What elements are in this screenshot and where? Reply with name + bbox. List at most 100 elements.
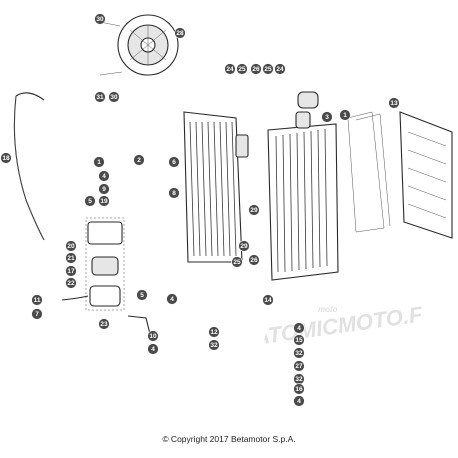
callout-30: 30 xyxy=(108,91,120,103)
svg-text:4: 4 xyxy=(170,296,174,303)
callout-4: 4 xyxy=(147,343,159,355)
svg-text:14: 14 xyxy=(264,297,272,304)
svg-text:29: 29 xyxy=(250,207,258,214)
callout-3: 3 xyxy=(321,111,333,123)
svg-text:10: 10 xyxy=(149,333,157,340)
callout-17: 17 xyxy=(65,265,77,277)
callout-6: 6 xyxy=(168,156,180,168)
svg-text:13: 13 xyxy=(390,100,398,107)
svg-text:28: 28 xyxy=(176,30,184,37)
right-radiator xyxy=(267,111,339,281)
y-splitter-hose xyxy=(232,312,272,424)
callout-24: 24 xyxy=(224,63,236,75)
svg-text:5: 5 xyxy=(140,292,144,299)
svg-text:12: 12 xyxy=(210,329,218,336)
svg-text:6: 6 xyxy=(172,159,176,166)
callout-27: 27 xyxy=(293,360,305,372)
svg-text:7: 7 xyxy=(35,311,39,318)
radiator-louver xyxy=(399,111,453,239)
svg-text:8: 8 xyxy=(172,190,176,197)
svg-text:30: 30 xyxy=(96,16,104,23)
svg-text:32: 32 xyxy=(295,350,303,357)
louver-brackets xyxy=(347,111,391,233)
svg-text:4: 4 xyxy=(297,398,301,405)
callout-12: 12 xyxy=(208,326,220,338)
callout-32: 32 xyxy=(208,339,220,351)
svg-text:29: 29 xyxy=(240,243,248,250)
left-radiator xyxy=(183,111,249,263)
svg-text:24: 24 xyxy=(276,66,284,73)
copyright-text: © Copyright 2017 Betamotor S.p.A. xyxy=(162,434,296,444)
svg-text:30: 30 xyxy=(110,94,118,101)
svg-text:4: 4 xyxy=(151,346,155,353)
svg-text:3: 3 xyxy=(325,114,329,121)
watermark-small-text: moto xyxy=(318,305,338,314)
callout-5: 5 xyxy=(136,289,148,301)
callout-24: 24 xyxy=(274,63,286,75)
callout-25: 25 xyxy=(262,63,274,75)
svg-text:32: 32 xyxy=(210,342,218,349)
callout-32: 32 xyxy=(293,373,305,385)
svg-text:26: 26 xyxy=(250,257,258,264)
svg-text:25: 25 xyxy=(233,259,241,266)
callout-14: 14 xyxy=(262,294,274,306)
callout-25: 25 xyxy=(236,63,248,75)
svg-text:25: 25 xyxy=(238,66,246,73)
breather-hose xyxy=(13,92,45,241)
svg-text:18: 18 xyxy=(2,155,10,162)
small-elbow-hose xyxy=(61,295,89,301)
cooling-fan xyxy=(117,14,179,76)
callout-4: 4 xyxy=(293,395,305,407)
svg-text:22: 22 xyxy=(67,280,75,287)
callout-8: 8 xyxy=(168,187,180,199)
callout-19: 19 xyxy=(98,195,110,207)
callout-28: 28 xyxy=(174,27,186,39)
callout-29: 29 xyxy=(248,204,260,216)
callout-21: 21 xyxy=(65,252,77,264)
callout-5: 5 xyxy=(84,195,96,207)
callout-32: 32 xyxy=(293,347,305,359)
svg-text:1: 1 xyxy=(343,112,347,119)
thermostat-assembly xyxy=(85,217,125,311)
callout-18: 18 xyxy=(0,152,12,164)
callout-25: 25 xyxy=(231,256,243,268)
svg-text:4: 4 xyxy=(297,325,301,332)
svg-text:32: 32 xyxy=(295,376,303,383)
callout-10: 10 xyxy=(147,330,159,342)
callout-1: 1 xyxy=(93,156,105,168)
callout-4: 4 xyxy=(293,322,305,334)
callout-30: 30 xyxy=(94,13,106,25)
small-elbow-pipe xyxy=(127,315,151,335)
callout-29: 29 xyxy=(238,240,250,252)
callout-7: 7 xyxy=(31,308,43,320)
callout-26: 26 xyxy=(250,63,262,75)
svg-text:16: 16 xyxy=(295,386,303,393)
callout-15: 15 xyxy=(293,334,305,346)
svg-text:27: 27 xyxy=(295,363,303,370)
svg-text:11: 11 xyxy=(34,297,41,304)
callout-2: 2 xyxy=(133,154,145,166)
svg-text:15: 15 xyxy=(295,337,303,344)
callout-22: 22 xyxy=(65,277,77,289)
svg-text:19: 19 xyxy=(100,198,108,205)
svg-text:5: 5 xyxy=(88,198,92,205)
svg-text:23: 23 xyxy=(100,321,108,328)
svg-text:25: 25 xyxy=(264,66,272,73)
svg-text:20: 20 xyxy=(67,243,75,250)
callout-31: 31 xyxy=(94,91,106,103)
callout-23: 23 xyxy=(98,318,110,330)
callout-20: 20 xyxy=(65,240,77,252)
radiator-cap xyxy=(297,91,319,109)
svg-text:2: 2 xyxy=(137,157,141,164)
callout-26: 26 xyxy=(248,254,260,266)
svg-text:4: 4 xyxy=(102,173,106,180)
svg-text:24: 24 xyxy=(226,66,234,73)
svg-text:1: 1 xyxy=(97,159,101,166)
svg-text:26: 26 xyxy=(252,66,260,73)
svg-text:31: 31 xyxy=(96,94,104,101)
callout-4: 4 xyxy=(98,170,110,182)
callout-13: 13 xyxy=(388,97,400,109)
svg-text:9: 9 xyxy=(102,186,106,193)
callout-4: 4 xyxy=(166,293,178,305)
